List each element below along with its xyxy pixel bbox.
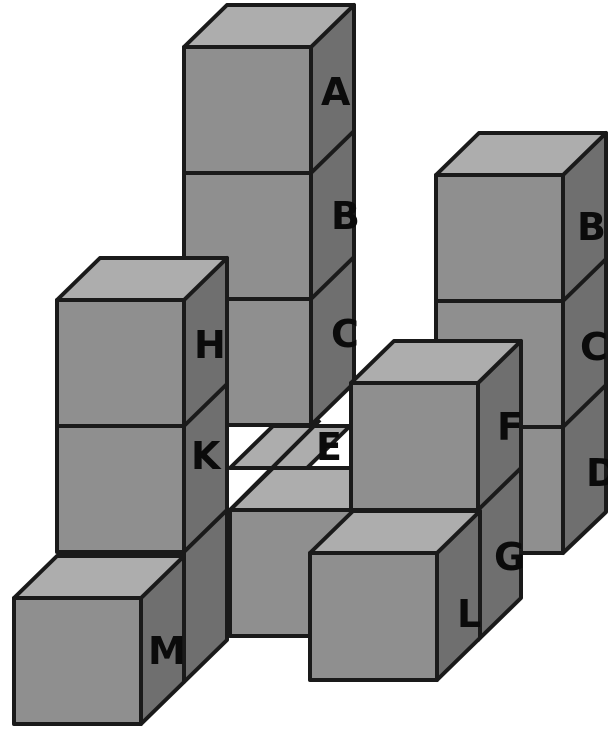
- tower-right-top-face: [434, 131, 608, 177]
- cube-l-top-face: [308, 509, 482, 555]
- tower-left-top-face: [55, 256, 229, 302]
- cube-m-top-face: [12, 554, 186, 600]
- label-left-bottom: K: [191, 434, 222, 478]
- cube-l-front-face: [308, 551, 439, 682]
- tower-left: [55, 256, 229, 554]
- label-center: E: [316, 425, 342, 469]
- label-front-cube-l: L: [457, 592, 481, 636]
- label-right-bottom: D: [586, 451, 608, 495]
- front-cube-l: [308, 509, 482, 682]
- label-tall-bottom: C: [331, 312, 359, 356]
- label-tall-top: A: [321, 70, 351, 114]
- label-front-right-top: F: [497, 405, 523, 449]
- cube-m-front-face: [12, 596, 143, 726]
- tower-tall-back: [182, 3, 356, 427]
- label-left-top: H: [194, 323, 226, 367]
- label-right-middle: C: [580, 325, 608, 369]
- label-front-right-bottom: G: [494, 535, 525, 579]
- cube-m-side-extension: [182, 508, 229, 684]
- front-cube-m: [12, 508, 229, 726]
- label-tall-middle: B: [331, 194, 360, 238]
- tower-tall-top-face: [182, 3, 356, 49]
- label-right-top: B: [577, 205, 606, 249]
- label-front-cube-m: M: [148, 629, 186, 673]
- front-right-top-face: [349, 339, 523, 385]
